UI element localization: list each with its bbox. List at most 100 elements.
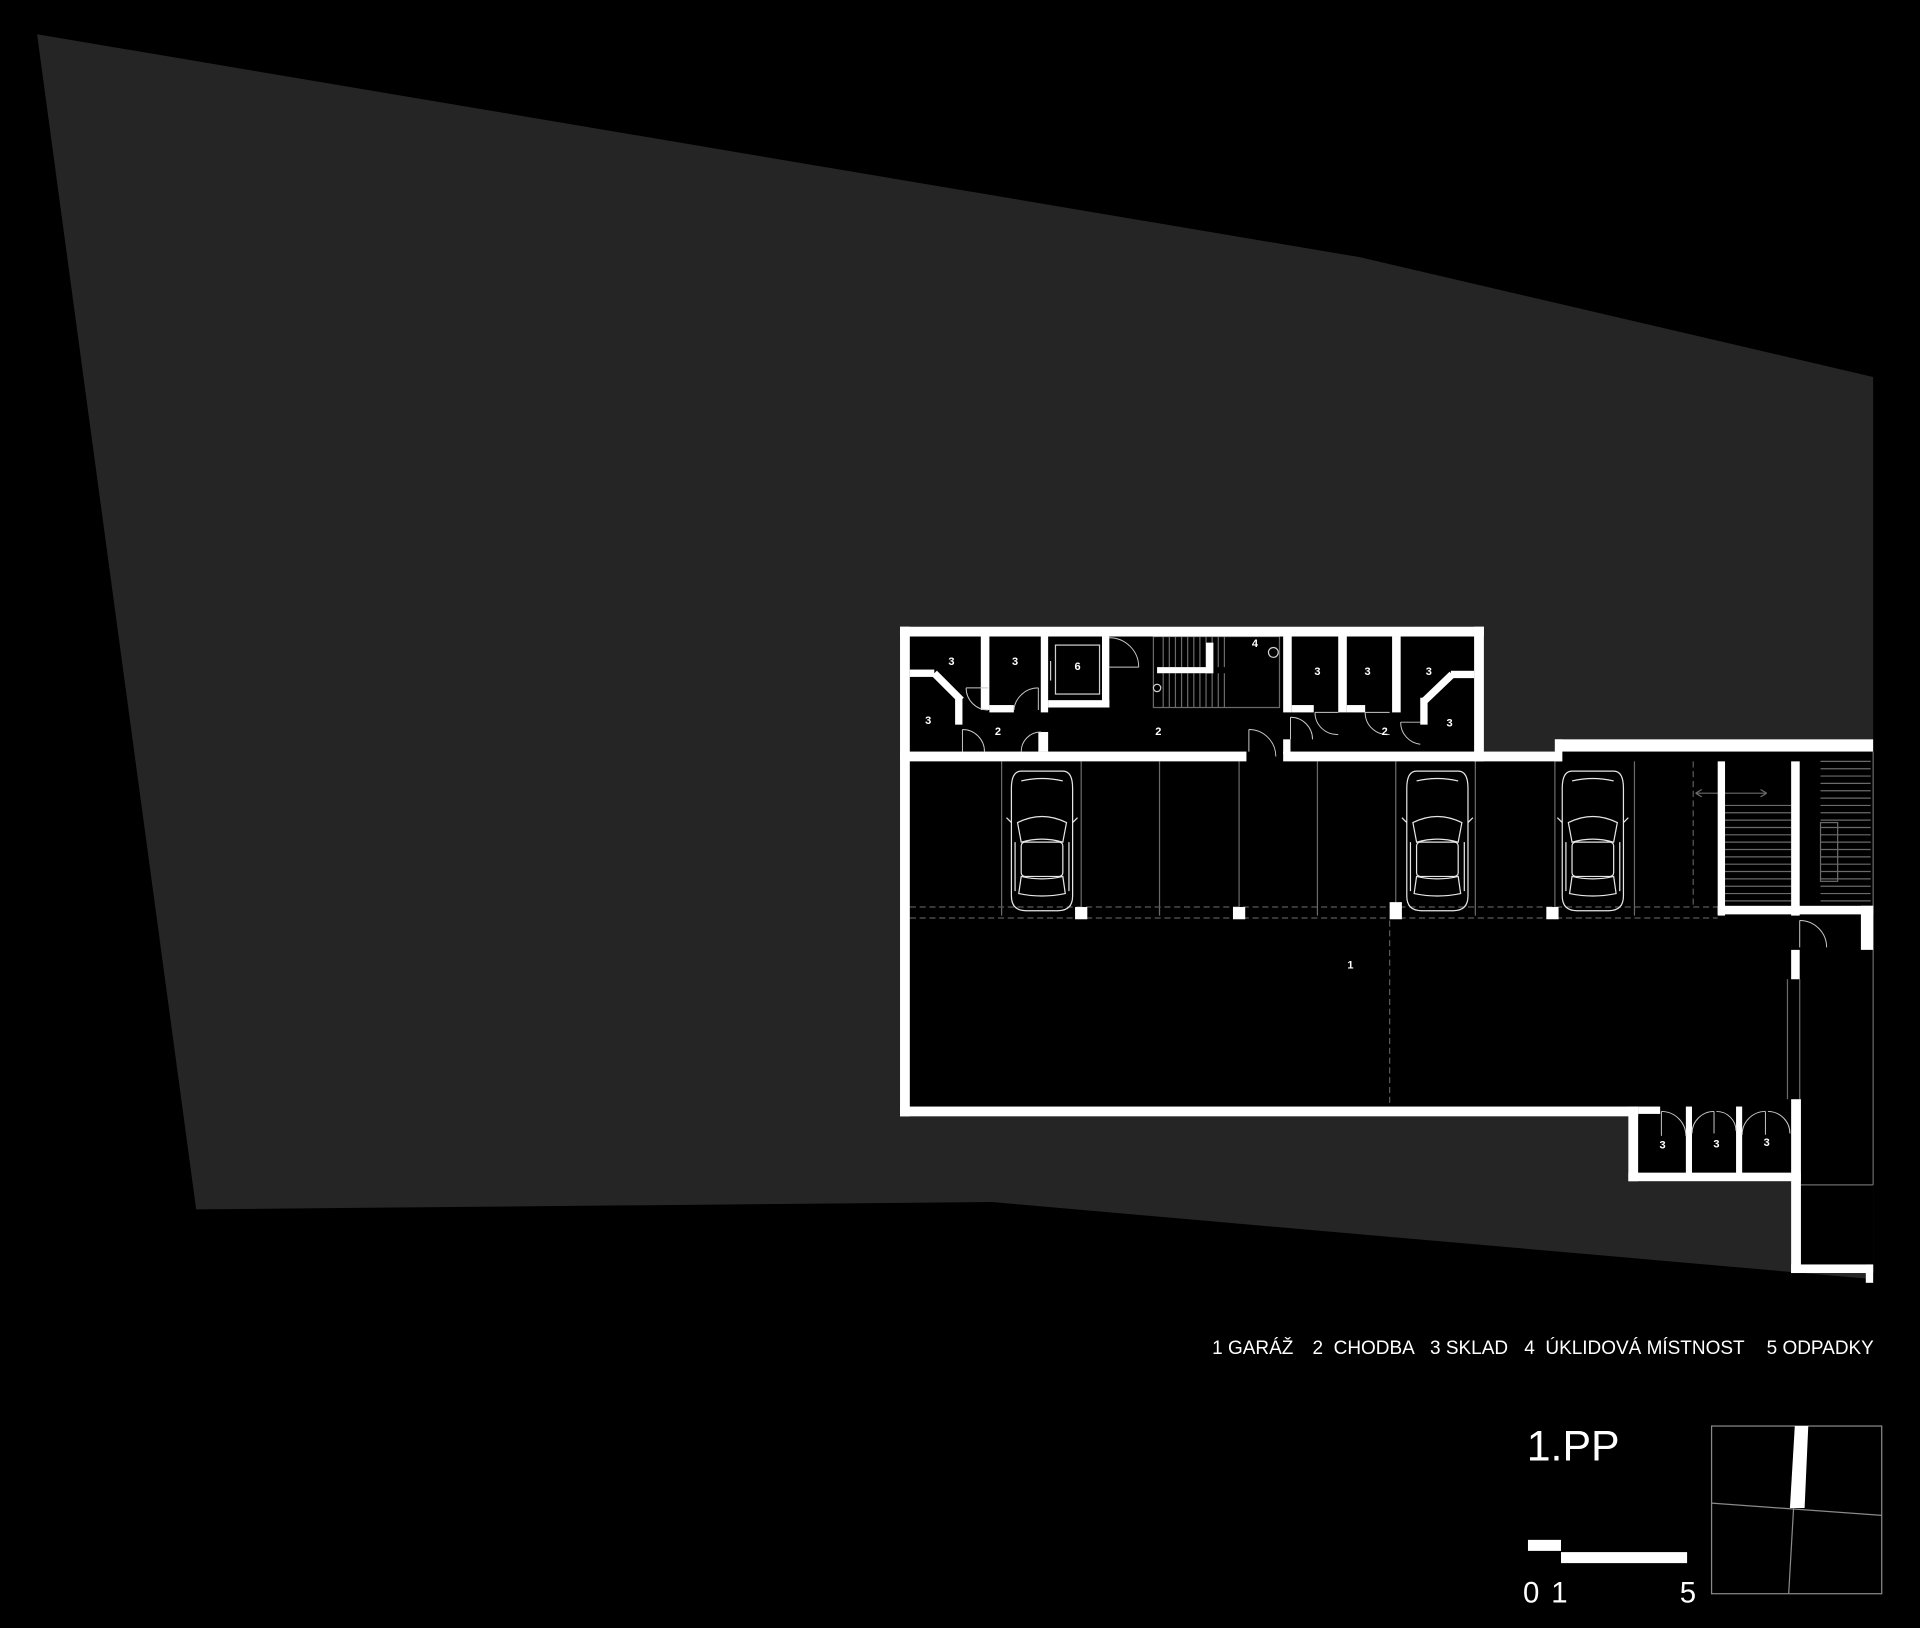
legend-item: 4 ÚKLIDOVÁ MÍSTNOST — [1524, 1337, 1745, 1359]
stair-arrow — [1695, 788, 1767, 798]
key-plan-building-marker — [1789, 1426, 1809, 1509]
wall-corridor-stub — [1038, 731, 1049, 752]
floor-title: 1.PP — [1527, 1422, 1620, 1470]
wall-elevator — [1048, 700, 1110, 708]
wall-top-outer — [900, 626, 1484, 637]
room-label-storage: 3 — [948, 656, 954, 668]
wall-stair — [1157, 667, 1213, 674]
legend-item: 3 SKLAD — [1430, 1338, 1508, 1359]
stair-top — [1152, 635, 1281, 709]
wall-storage — [1283, 636, 1292, 713]
wall-corridor-garage — [1283, 751, 1563, 762]
wall-storage — [1291, 705, 1314, 713]
legend-item: 5 ODPADKY — [1767, 1338, 1875, 1359]
sink-icon — [1267, 646, 1279, 658]
wall-stair-bottom — [1717, 905, 1874, 915]
stair-left — [1695, 788, 1792, 902]
room-label-storage: 3 — [1764, 1137, 1770, 1149]
wall-storage-divider — [1685, 1106, 1692, 1176]
room-labels: 3 3 6 4 3 3 3 3 2 2 2 3 1 3 3 3 — [925, 638, 1770, 1152]
column — [1232, 907, 1246, 920]
key-plan — [1710, 1425, 1883, 1595]
right-service-area — [1786, 751, 1874, 1186]
wall-storage — [980, 636, 990, 710]
stair-landing — [1819, 821, 1839, 882]
wall-garage-right-stub — [1791, 949, 1800, 980]
wall-storage — [1450, 670, 1475, 679]
wall-storage — [909, 669, 935, 677]
wall-bottom-right-end — [1865, 1264, 1874, 1283]
scale-bar-segment — [1527, 1539, 1562, 1551]
wall-storage — [1040, 636, 1049, 713]
column — [1546, 907, 1559, 920]
door-swing — [1716, 1110, 1737, 1132]
scale-bar: 0 1 5 — [1523, 1539, 1696, 1609]
wall-stair-enclosure — [1717, 761, 1726, 916]
wall-elevator — [1101, 636, 1110, 708]
column — [1075, 907, 1088, 920]
door-swing — [1400, 721, 1421, 745]
wall-right-block — [1860, 905, 1874, 950]
room-label-elevator: 6 — [1074, 661, 1080, 673]
door-swing — [1799, 920, 1828, 948]
wall-storage — [1346, 705, 1366, 713]
room-label-storage: 3 — [1365, 666, 1371, 678]
door-swing — [1013, 687, 1039, 711]
column — [1389, 902, 1402, 920]
room-label-storage: 3 — [1447, 717, 1453, 729]
scale-bar-segment — [1561, 1552, 1688, 1564]
room-label-storage: 3 — [1314, 666, 1320, 678]
elevator-symbol — [1049, 644, 1101, 695]
door-swing — [1364, 711, 1390, 736]
scale-label: 1 — [1551, 1576, 1567, 1609]
wall-storage-diagonal — [931, 670, 964, 703]
wall-left-outer — [900, 626, 910, 1117]
door-swing — [1020, 731, 1041, 752]
room-label-storage: 3 — [1012, 656, 1018, 668]
walls — [900, 626, 1874, 1283]
door-swing — [1741, 1110, 1766, 1135]
key-plan-street — [1711, 1502, 1882, 1516]
wall-corridor-stub — [1283, 739, 1291, 755]
wall-storage-left — [1628, 1106, 1639, 1182]
wall-storage-divider — [1736, 1106, 1743, 1176]
wall-extension-top — [1554, 739, 1874, 752]
wall-storage-diagonal — [1421, 671, 1455, 705]
legend-item: 1 GARÁŽ — [1212, 1337, 1293, 1359]
wall-extension-step — [1554, 739, 1563, 762]
wall-storage-bottom — [1628, 1172, 1801, 1182]
wall-storage — [1420, 697, 1428, 725]
wall-storage — [1392, 636, 1401, 713]
legend-item: 2 CHODBA — [1313, 1338, 1416, 1359]
room-label-corridor: 2 — [995, 726, 1001, 738]
wall-storage — [955, 697, 963, 725]
door-swing — [1767, 1110, 1791, 1134]
room-label-storage: 3 — [1660, 1140, 1666, 1152]
room-label-cleaning: 4 — [1252, 638, 1259, 650]
door-swing — [1660, 1110, 1687, 1136]
elevator-cabin — [1054, 644, 1101, 695]
room-label-corridor: 2 — [1382, 726, 1388, 738]
wall-stair — [1206, 642, 1214, 674]
wall-top-block-right — [1474, 626, 1484, 762]
wall-bottom-right — [1791, 1264, 1874, 1274]
door-swings — [961, 637, 1828, 1136]
room-label-storage: 3 — [1713, 1138, 1719, 1150]
door-swing — [961, 729, 985, 752]
room-label-garage: 1 — [1347, 960, 1353, 972]
wall-storage-top-stub — [1638, 1106, 1661, 1114]
drain-icon — [1152, 683, 1162, 693]
wall-storage — [1338, 636, 1347, 713]
door-swing — [965, 687, 989, 711]
wall-corridor-garage — [900, 751, 1247, 762]
door-swing — [1248, 729, 1277, 757]
legend: 1 GARÁŽ 2 CHODBA 3 SKLAD 4 ÚKLIDOVÁ MÍST… — [1212, 1337, 1874, 1359]
scale-label: 0 — [1523, 1576, 1539, 1609]
wall-garage-right — [1791, 761, 1800, 916]
door-swing — [1290, 716, 1314, 740]
door-swing — [1691, 1110, 1715, 1134]
door-swing — [1314, 711, 1339, 735]
wall-garage-bottom — [900, 1106, 1639, 1117]
parking-stall-lines — [1001, 761, 1636, 916]
